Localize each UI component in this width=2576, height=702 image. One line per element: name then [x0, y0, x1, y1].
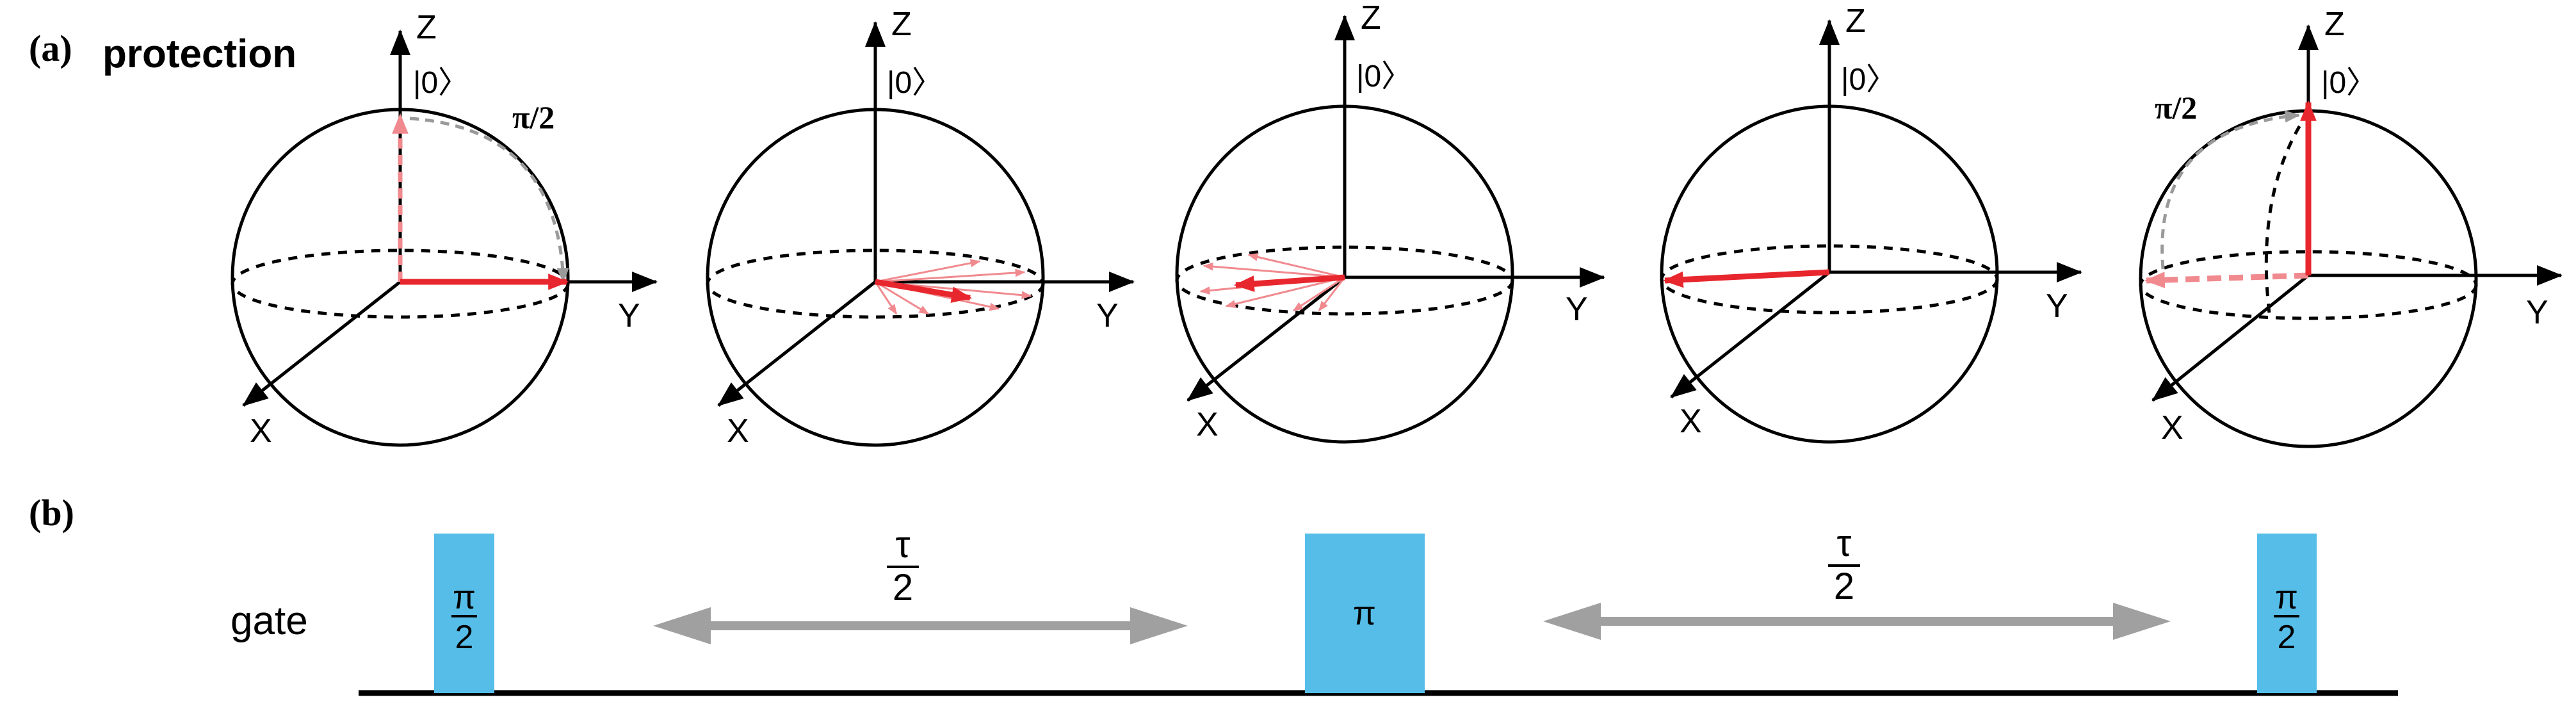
y-label: Y	[2526, 294, 2548, 331]
meridian	[2264, 111, 2310, 319]
bloch-sphere-5: Z |0〉 π/2 Y X	[2139, 6, 2563, 448]
state-vector	[1233, 274, 1345, 292]
x-label: X	[1680, 403, 1702, 440]
z-label: Z	[2324, 6, 2345, 43]
x-axis	[2151, 274, 2310, 402]
ket-zero-label: |0〉	[1356, 60, 1412, 94]
x-axis	[1670, 271, 1831, 398]
pulse-pi: π	[1305, 534, 1425, 693]
delay-denominator: 2	[893, 567, 913, 608]
pulse-block	[1305, 534, 1425, 693]
x-label: X	[250, 412, 272, 450]
equator	[1175, 245, 1514, 316]
z-label: Z	[1361, 0, 1381, 37]
x-label: X	[1196, 406, 1219, 443]
bloch-sphere-3: Z |0〉 Y X	[1175, 0, 1605, 444]
pulse-label: π	[1353, 595, 1376, 632]
delay-arrowhead-right	[1130, 607, 1188, 644]
delay-arrowhead-right	[2113, 603, 2171, 640]
delay-numerator: τ	[896, 524, 911, 566]
delay-tau-half-2: τ 2	[1543, 523, 2171, 640]
y-label: Y	[1566, 291, 1588, 328]
pulse-block	[434, 534, 494, 693]
state-vector	[875, 279, 973, 303]
delay-arrowhead-left	[1543, 603, 1601, 640]
equator	[706, 249, 1045, 319]
bloch-sphere-2: Z |0〉 Y X	[706, 6, 1135, 450]
pulse-denominator: 2	[455, 619, 474, 656]
angle-label: π/2	[2155, 90, 2197, 126]
y-label: Y	[618, 297, 640, 334]
delay-denominator: 2	[1834, 566, 1854, 607]
panel-b-label: (b)	[29, 492, 74, 534]
pulse-numerator: π	[453, 579, 476, 616]
rotation-arc	[409, 117, 569, 284]
rotation-arc	[2160, 110, 2301, 270]
pulse-denominator: 2	[2278, 619, 2296, 656]
ket-zero-label: |0〉	[2321, 66, 2377, 100]
pulse-pi-half-1: π 2	[434, 534, 494, 693]
x-axis	[242, 281, 401, 407]
y-label: Y	[1096, 297, 1119, 334]
equator	[1660, 244, 1999, 314]
gate-row-label: gate	[231, 599, 308, 643]
ket-zero-label: |0〉	[887, 66, 943, 100]
pulse-block	[2257, 534, 2317, 693]
bloch-sphere-1: Z |0〉 π/2 Y X	[231, 9, 658, 450]
z-label: Z	[891, 6, 912, 43]
ket-zero-label: |0〉	[413, 66, 469, 100]
panel-a-label: (a)	[29, 28, 72, 69]
x-label: X	[727, 412, 749, 450]
z-label: Z	[416, 9, 437, 46]
pulse-numerator: π	[2275, 579, 2298, 616]
delay-tau-half-1: τ 2	[653, 524, 1188, 644]
pulse-pi-half-2: π 2	[2257, 534, 2317, 693]
angle-label: π/2	[512, 99, 555, 135]
ket-zero-label: |0〉	[1841, 63, 1897, 97]
delay-numerator: τ	[1837, 523, 1852, 564]
z-label: Z	[1845, 3, 1866, 40]
x-label: X	[2161, 409, 2183, 446]
equator	[2139, 250, 2478, 320]
bloch-sphere-4: Z |0〉 Y X	[1660, 3, 2082, 444]
pre-rotation-vector	[2144, 272, 2309, 288]
x-axis	[1187, 276, 1346, 402]
delay-arrowhead-left	[653, 607, 711, 644]
y-label: Y	[2046, 288, 2068, 325]
x-axis	[717, 281, 877, 407]
state-vector	[1662, 269, 1830, 288]
panel-a-title: protection	[102, 32, 296, 76]
